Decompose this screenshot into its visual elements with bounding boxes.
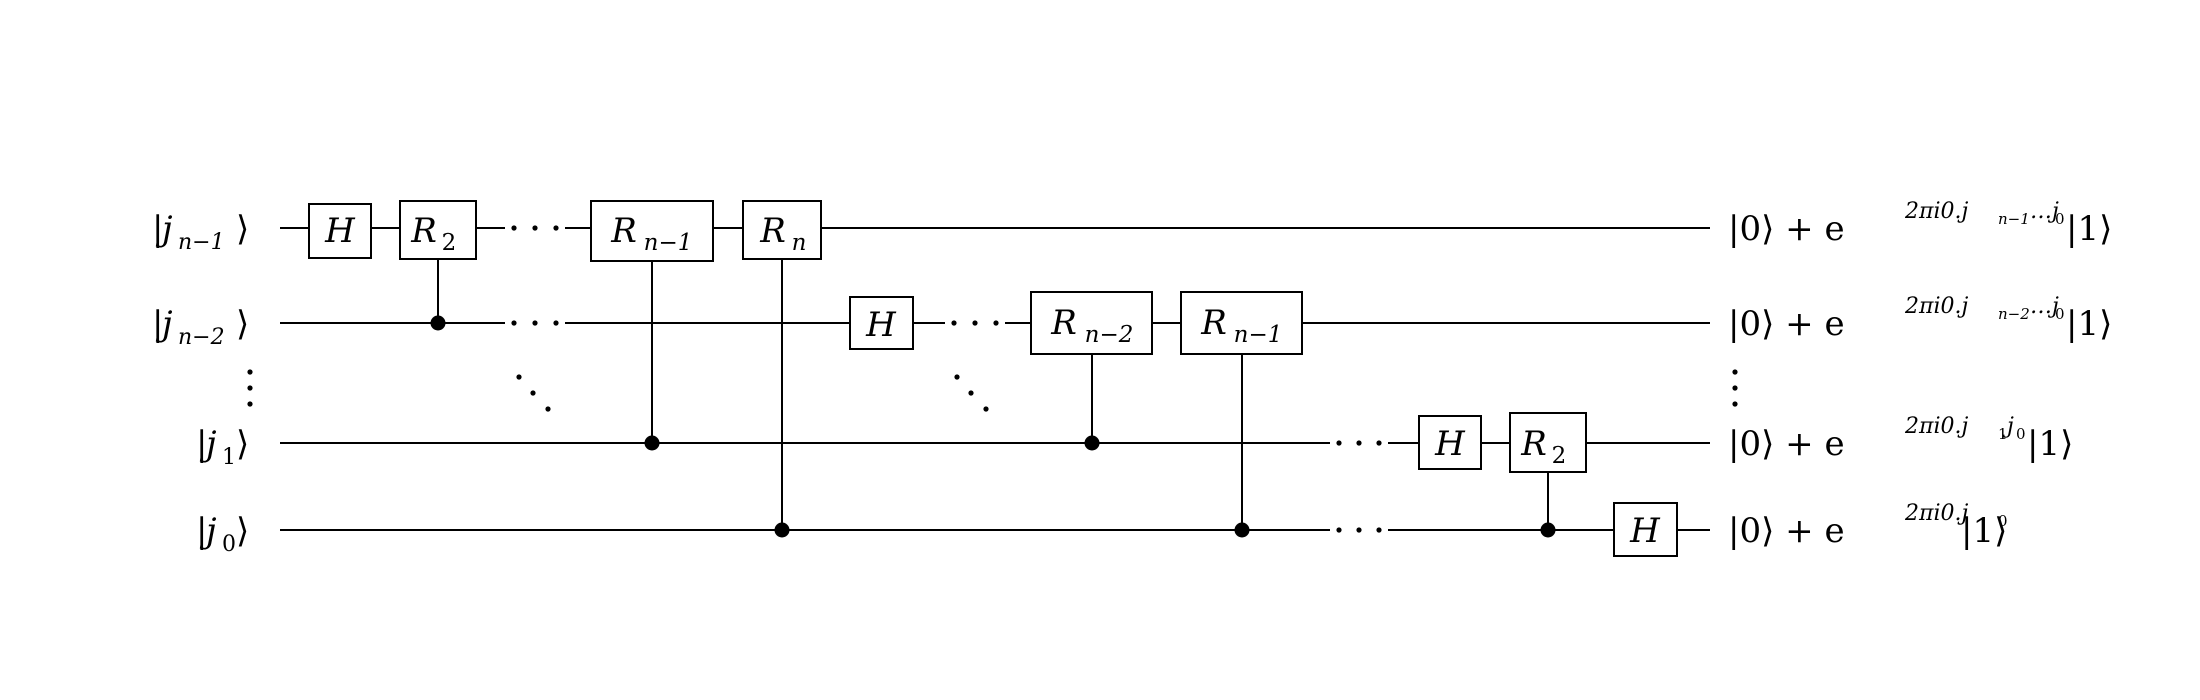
control-dot-r2-j1 (1540, 522, 1556, 538)
output-label-row2: |0⟩ + e 2πi0.j n−2 …j 0 |1⟩ (1728, 294, 2112, 344)
vdots-right (1732, 369, 1738, 407)
svg-text:n−1: n−1 (178, 230, 225, 255)
output-labels: |0⟩ + e 2πi0.j n−1 …j 0 |1⟩ |0⟩ + e 2πi0… (1728, 199, 2112, 551)
gate-rn-1-row1: R n−1 (590, 200, 714, 262)
svg-text:|1⟩: |1⟩ (2066, 304, 2112, 344)
gate-rn-row1: R n (742, 200, 822, 260)
control-dot-rn-1-second (1234, 522, 1250, 538)
gate-h-row2: H (849, 296, 914, 350)
svg-text:|0⟩ + e: |0⟩ + e (1728, 424, 1845, 464)
svg-text:⟩: ⟩ (236, 209, 249, 249)
control-dot-rn (774, 522, 790, 538)
input-labels: | j n−1 ⟩ | j n−2 ⟩ | j 1 ⟩ | j 0 ⟩ (152, 209, 249, 557)
control-dots (430, 315, 1556, 538)
wires (280, 227, 1710, 531)
gate-rn1-sub: n−1 (1234, 322, 1283, 348)
cdots-row4 (1336, 527, 1382, 533)
svg-text:|0⟩ + e: |0⟩ + e (1728, 209, 1845, 249)
gate-r-label: R (610, 211, 637, 251)
gate-r2-row3: R 2 (1509, 412, 1587, 473)
output-label-row1: |0⟩ + e 2πi0.j n−1 …j 0 |1⟩ (1728, 199, 2112, 249)
control-dot-r2 (430, 315, 446, 331)
gate-h-label: H (865, 305, 897, 345)
svg-text:0: 0 (222, 532, 236, 557)
control-dot-rn-2 (1084, 435, 1100, 451)
svg-text:|0⟩ + e: |0⟩ + e (1728, 511, 1845, 551)
svg-text:|: | (196, 511, 207, 551)
gate-rn-2-row2: R n−2 (1030, 291, 1153, 355)
svg-text:n−2: n−2 (178, 325, 225, 350)
svg-text:|: | (196, 424, 207, 464)
gate-h-label: H (324, 211, 356, 251)
output-label-row3: |0⟩ + e 2πi0.j 1 j 0 |1⟩ (1728, 414, 2073, 464)
gate-h-label: H (1629, 511, 1661, 551)
gate-r-label: R (1520, 424, 1547, 464)
cdots-row2-a (511, 320, 559, 326)
input-label-jn-1: | j n−1 ⟩ (152, 209, 249, 255)
gate-r2-sub: 2 (442, 230, 457, 256)
svg-text:|: | (152, 209, 163, 249)
svg-text:|0⟩ + e: |0⟩ + e (1728, 304, 1845, 344)
svg-text:|1⟩: |1⟩ (2027, 424, 2073, 464)
svg-text:0: 0 (2055, 210, 2065, 228)
gate-h-row3: H (1418, 415, 1482, 470)
svg-text:2πi0.j: 2πi0.j (1904, 414, 1968, 439)
output-label-row4: |0⟩ + e 2πi0.j 0 |1⟩ (1728, 501, 2008, 551)
gate-r-label: R (1200, 303, 1227, 343)
svg-text:⟩: ⟩ (236, 511, 249, 551)
svg-text:⟩: ⟩ (236, 424, 249, 464)
wire-gaps (505, 220, 1388, 538)
svg-text:⟩: ⟩ (236, 304, 249, 344)
gate-h-label: H (1434, 424, 1466, 464)
svg-text:2πi0.j: 2πi0.j (1904, 199, 1968, 224)
gate-h-row1: H (308, 203, 372, 259)
vdots-left (247, 369, 253, 407)
cdots-row2-b (951, 320, 999, 326)
cdots-row1 (511, 225, 559, 231)
svg-text:0: 0 (2055, 305, 2065, 323)
svg-text:|1⟩: |1⟩ (1961, 511, 2007, 551)
gate-rn-sub: n (792, 230, 807, 256)
gate-h-row4: H (1613, 502, 1678, 557)
svg-text:…j: …j (2030, 199, 2059, 224)
svg-text:|: | (152, 304, 163, 344)
gate-rn2-sub: n−2 (1085, 322, 1134, 348)
svg-text:0: 0 (1998, 512, 2008, 530)
svg-text:2πi0.j: 2πi0.j (1904, 294, 1968, 319)
svg-text:2πi0.j: 2πi0.j (1904, 501, 1968, 526)
svg-text:|1⟩: |1⟩ (2066, 209, 2112, 249)
svg-text:n−1: n−1 (1998, 210, 2030, 228)
gate-rn-1-row2: R n−1 (1180, 291, 1303, 355)
gate-r2-row1: R 2 (399, 200, 477, 260)
control-lines (437, 259, 1549, 530)
input-label-j0: | j 0 ⟩ (196, 511, 249, 557)
svg-text:1: 1 (1998, 425, 2008, 443)
gate-r2-sub: 2 (1552, 443, 1567, 469)
input-label-jn-2: | j n−2 ⟩ (152, 304, 249, 350)
input-label-j1: | j 1 ⟩ (196, 424, 249, 470)
cdots-row3 (1336, 440, 1382, 446)
svg-text:1: 1 (222, 445, 236, 470)
ellipses (247, 225, 1738, 533)
svg-text:…j: …j (2030, 294, 2059, 319)
gate-r-label: R (759, 211, 786, 251)
gate-r-label: R (410, 211, 437, 251)
svg-text:n−2: n−2 (1998, 305, 2030, 323)
gate-rn1-sub: n−1 (644, 230, 693, 256)
svg-text:0: 0 (2016, 425, 2026, 443)
gates: H R 2 R n−1 R n H R n−2 R (308, 200, 1678, 557)
ddots-b (954, 374, 989, 412)
gate-r-label: R (1050, 303, 1077, 343)
ddots-a (516, 374, 551, 412)
control-dot-rn-1 (644, 435, 660, 451)
